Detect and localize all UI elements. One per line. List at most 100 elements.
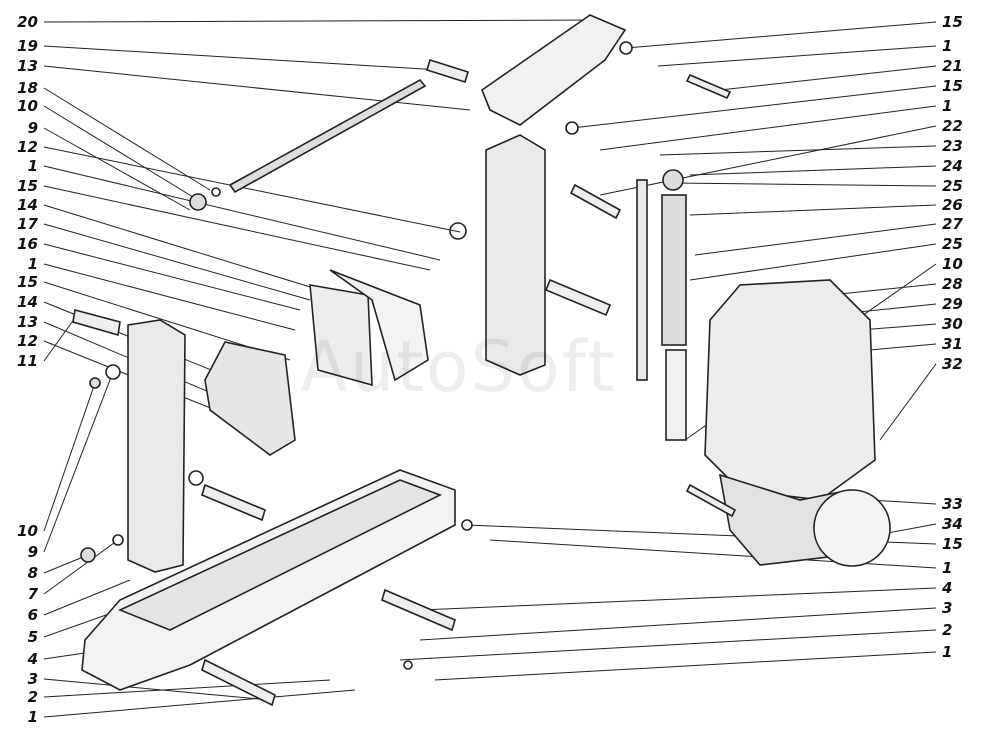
leader-line bbox=[659, 145, 937, 156]
leader-line bbox=[43, 371, 114, 553]
leader-line bbox=[672, 182, 937, 187]
callout-right-12: 25 bbox=[942, 235, 963, 253]
leader-line bbox=[689, 243, 937, 281]
washer-10-bottom bbox=[112, 534, 124, 546]
callout-left-13: 1 bbox=[27, 255, 38, 273]
callout-right-14: 28 bbox=[942, 275, 963, 293]
leader-line bbox=[419, 607, 937, 641]
callout-left-20: 9 bbox=[27, 543, 38, 561]
long-rod bbox=[636, 179, 648, 381]
callout-right-20: 34 bbox=[942, 515, 963, 533]
callout-left-10: 14 bbox=[17, 196, 38, 214]
leader-line bbox=[43, 65, 471, 111]
washer-1-mid bbox=[565, 121, 579, 135]
spring bbox=[661, 194, 687, 346]
callout-left-25: 4 bbox=[27, 650, 38, 668]
callout-left-21: 8 bbox=[27, 564, 38, 582]
callout-right-24: 3 bbox=[942, 599, 953, 617]
callout-left-23: 6 bbox=[27, 606, 38, 624]
parts bbox=[72, 14, 891, 707]
callout-right-15: 29 bbox=[942, 295, 963, 313]
nut-25 bbox=[662, 169, 684, 191]
leader-line bbox=[43, 554, 89, 574]
washer-1-bottom bbox=[403, 660, 413, 670]
callout-right-3: 21 bbox=[942, 57, 963, 75]
leader-line bbox=[599, 105, 937, 151]
brake-housing-body bbox=[704, 279, 876, 501]
pin-22 bbox=[569, 183, 622, 220]
leader-line bbox=[719, 65, 937, 91]
leader-line bbox=[43, 539, 119, 595]
leader-line bbox=[43, 146, 461, 233]
leader-line bbox=[43, 165, 441, 261]
callout-left-11: 17 bbox=[17, 215, 38, 233]
ring-15 bbox=[449, 222, 467, 240]
leader-line bbox=[43, 679, 331, 698]
callout-left-4: 18 bbox=[17, 79, 38, 97]
leader-line bbox=[689, 204, 937, 216]
leader-line bbox=[625, 21, 937, 49]
pin-center-right bbox=[544, 278, 612, 317]
callout-right-21: 15 bbox=[942, 535, 963, 553]
base-frame-channel bbox=[117, 479, 442, 631]
leader-line bbox=[43, 127, 191, 211]
leader-line bbox=[43, 45, 441, 71]
callout-right-11: 27 bbox=[942, 215, 963, 233]
washer-9-left bbox=[105, 364, 121, 380]
leader-line bbox=[419, 587, 937, 611]
pin-33 bbox=[685, 483, 737, 518]
leader-line bbox=[869, 499, 937, 505]
callout-left-22: 7 bbox=[27, 585, 38, 603]
bolt-8 bbox=[80, 547, 96, 563]
callout-right-13: 10 bbox=[942, 255, 963, 273]
callout-right-2: 1 bbox=[942, 37, 953, 55]
callout-left-6: 9 bbox=[27, 119, 38, 137]
callout-right-8: 24 bbox=[942, 157, 963, 175]
leader-line bbox=[399, 629, 937, 661]
leader-line bbox=[43, 185, 431, 271]
leader-line bbox=[43, 87, 211, 191]
leader-line bbox=[43, 579, 131, 616]
callout-left-28: 1 bbox=[27, 708, 38, 726]
leader-line bbox=[599, 125, 937, 196]
leader-line bbox=[434, 651, 937, 681]
callout-right-9: 25 bbox=[942, 177, 963, 195]
callout-left-18: 11 bbox=[17, 352, 38, 370]
callout-left-24: 5 bbox=[27, 628, 38, 646]
leader-line bbox=[657, 45, 937, 67]
ring-lower-left bbox=[188, 470, 204, 486]
callout-right-23: 4 bbox=[942, 579, 953, 597]
callout-left-8: 1 bbox=[27, 157, 38, 175]
callout-left-19: 10 bbox=[17, 522, 38, 540]
spring-sleeve bbox=[665, 349, 687, 441]
leader-line bbox=[43, 243, 301, 311]
callout-right-26: 1 bbox=[942, 643, 953, 661]
callout-left-7: 12 bbox=[17, 138, 38, 156]
nut-18 bbox=[189, 193, 207, 211]
leader-line bbox=[829, 283, 937, 296]
leader-line bbox=[43, 204, 321, 291]
callout-left-3: 13 bbox=[17, 57, 38, 75]
leader-line bbox=[859, 323, 937, 331]
washer-1-top bbox=[619, 41, 633, 55]
washer-10-top bbox=[211, 187, 221, 197]
callout-right-19: 33 bbox=[942, 495, 963, 513]
brake-shoe-back bbox=[329, 269, 429, 382]
washer-1-lower bbox=[461, 519, 473, 531]
top-bracket bbox=[481, 14, 627, 126]
callout-left-1: 20 bbox=[17, 13, 38, 31]
watermark: AutoSoft bbox=[300, 326, 617, 408]
callout-right-17: 31 bbox=[942, 335, 963, 353]
nut-10-left bbox=[89, 377, 101, 389]
callout-right-5: 1 bbox=[942, 97, 953, 115]
callout-left-15: 14 bbox=[17, 293, 38, 311]
pin-left-mid bbox=[201, 483, 266, 522]
leader-line bbox=[43, 263, 296, 331]
callout-left-14: 15 bbox=[17, 273, 38, 291]
callout-left-12: 16 bbox=[17, 235, 38, 253]
leader-line bbox=[43, 105, 199, 201]
callout-left-26: 3 bbox=[27, 670, 38, 688]
callout-right-7: 23 bbox=[942, 137, 963, 155]
leader-line bbox=[689, 165, 937, 176]
